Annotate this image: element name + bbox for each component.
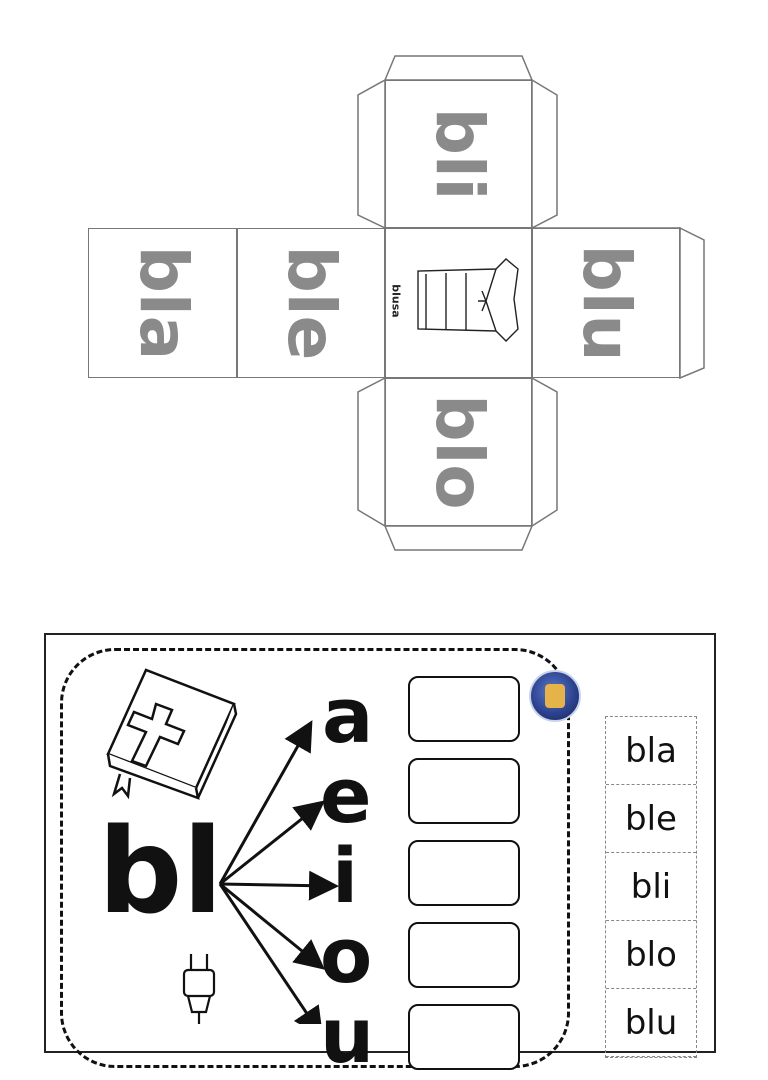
digraph-bl: bl bbox=[98, 802, 223, 940]
bible-icon bbox=[106, 668, 238, 800]
syllable-chip[interactable]: bla bbox=[606, 717, 696, 785]
logo-badge bbox=[529, 670, 581, 722]
arrow-e bbox=[219, 800, 326, 886]
syllable-chip[interactable]: bli bbox=[606, 853, 696, 921]
syllable-cutouts: bla ble bli blo blu bbox=[605, 716, 697, 1058]
dice-net: bli bla ble blusa blu blo bbox=[88, 55, 705, 551]
arrow-u bbox=[218, 883, 324, 1024]
answer-box[interactable] bbox=[408, 758, 520, 824]
arrows bbox=[218, 720, 339, 1024]
answer-box[interactable] bbox=[408, 1004, 520, 1070]
answer-box[interactable] bbox=[408, 840, 520, 906]
face-bottom: blo bbox=[385, 378, 532, 526]
face-right: blu bbox=[532, 228, 680, 378]
face-top: bli bbox=[385, 80, 532, 228]
arrow-i bbox=[219, 870, 339, 901]
syllable-chip[interactable]: ble bbox=[606, 785, 696, 853]
syllable-chip[interactable]: blo bbox=[606, 921, 696, 989]
blouse-icon bbox=[417, 258, 519, 342]
vowel-a: a bbox=[322, 671, 374, 760]
face-left-inner: ble bbox=[237, 228, 385, 378]
vowel-e: e bbox=[320, 751, 372, 840]
vowel-i: i bbox=[332, 831, 359, 920]
face-center: blusa bbox=[385, 228, 532, 378]
arrow-a bbox=[218, 720, 313, 885]
plug-icon bbox=[182, 954, 216, 1024]
syllable-chip[interactable]: blu bbox=[606, 989, 696, 1057]
vowel-o: o bbox=[320, 911, 373, 1000]
arrow-o bbox=[219, 882, 325, 970]
answer-box[interactable] bbox=[408, 922, 520, 988]
face-left-outer: bla bbox=[88, 228, 237, 378]
answer-box[interactable] bbox=[408, 676, 520, 742]
vowel-u: u bbox=[320, 991, 375, 1080]
